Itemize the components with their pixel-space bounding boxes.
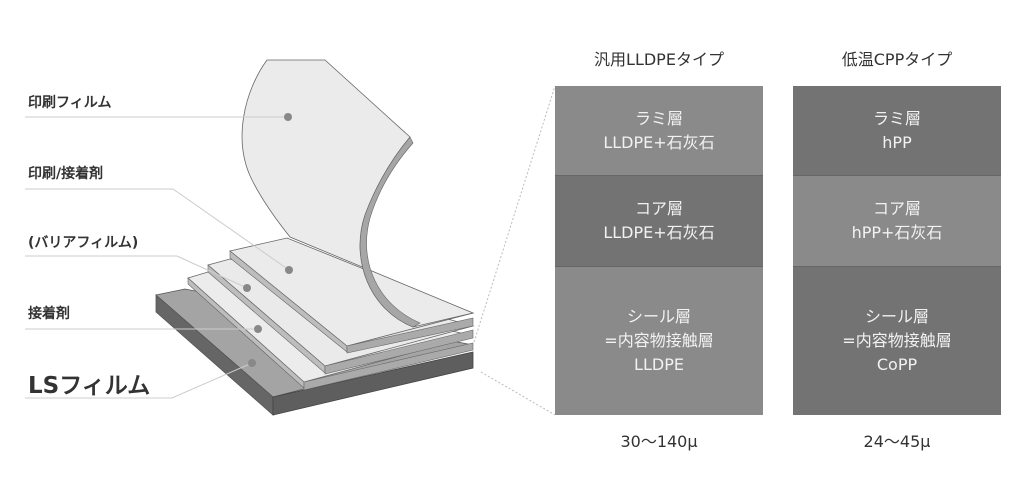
lldpe-structure: ラミ層 LLDPE+石灰石 コア層 LLDPE+石灰石 シール層 =内容物接触層… [555,86,763,415]
layer-name: ラミ層 [872,108,921,128]
layer-name: ラミ層 [634,108,683,128]
label-adhesive: 接着剤 [28,306,70,322]
column-title-cpp: 低温CPPタイプ [841,50,953,69]
print-film-sheet [241,59,475,328]
column-title-lldpe: 汎用LLDPEタイプ [594,50,724,69]
layer-note: =内容物接触層 [842,331,952,350]
leader-lines [25,116,290,399]
layer-name: コア層 [872,199,921,218]
layer-note: =内容物接触層 [604,331,714,350]
label-print-adhesive: 印刷/接着剤 [28,166,104,182]
cpp-structure: ラミ層 hPP コア層 hPP+石灰石 シール層 =内容物接触層 CoPP [793,86,1001,415]
lami-layer: ラミ層 LLDPE+石灰石 [555,86,763,176]
layer-name: コア層 [634,199,683,218]
lami-layer: ラミ層 hPP [793,86,1001,176]
label-ls-film: LSフィルム [28,373,151,399]
core-layer: コア層 LLDPE+石灰石 [555,176,763,267]
layer-material: LLDPE+石灰石 [603,223,715,242]
zoom-dashed-lines [473,85,556,416]
seal-layer: シール層 =内容物接触層 LLDPE [555,267,763,415]
layer-material: LLDPE+石灰石 [603,132,715,152]
label-print-film: 印刷フィルム [28,95,112,111]
thickness-cpp: 24〜45μ [863,432,931,451]
layer-material: hPP [882,132,912,152]
seal-layer: シール層 =内容物接触層 CoPP [793,267,1001,415]
core-layer: コア層 hPP+石灰石 [793,176,1001,267]
layer-material: CoPP [876,355,918,374]
layer-material: LLDPE [634,355,684,374]
layer-material: hPP+石灰石 [851,223,943,242]
label-barrier-film: (バリアフィルム) [28,235,139,251]
layer-name: シール層 [864,307,929,326]
thickness-lldpe: 30〜140μ [620,432,698,451]
leader-dots [243,113,293,367]
layer-name: シール層 [626,307,691,326]
